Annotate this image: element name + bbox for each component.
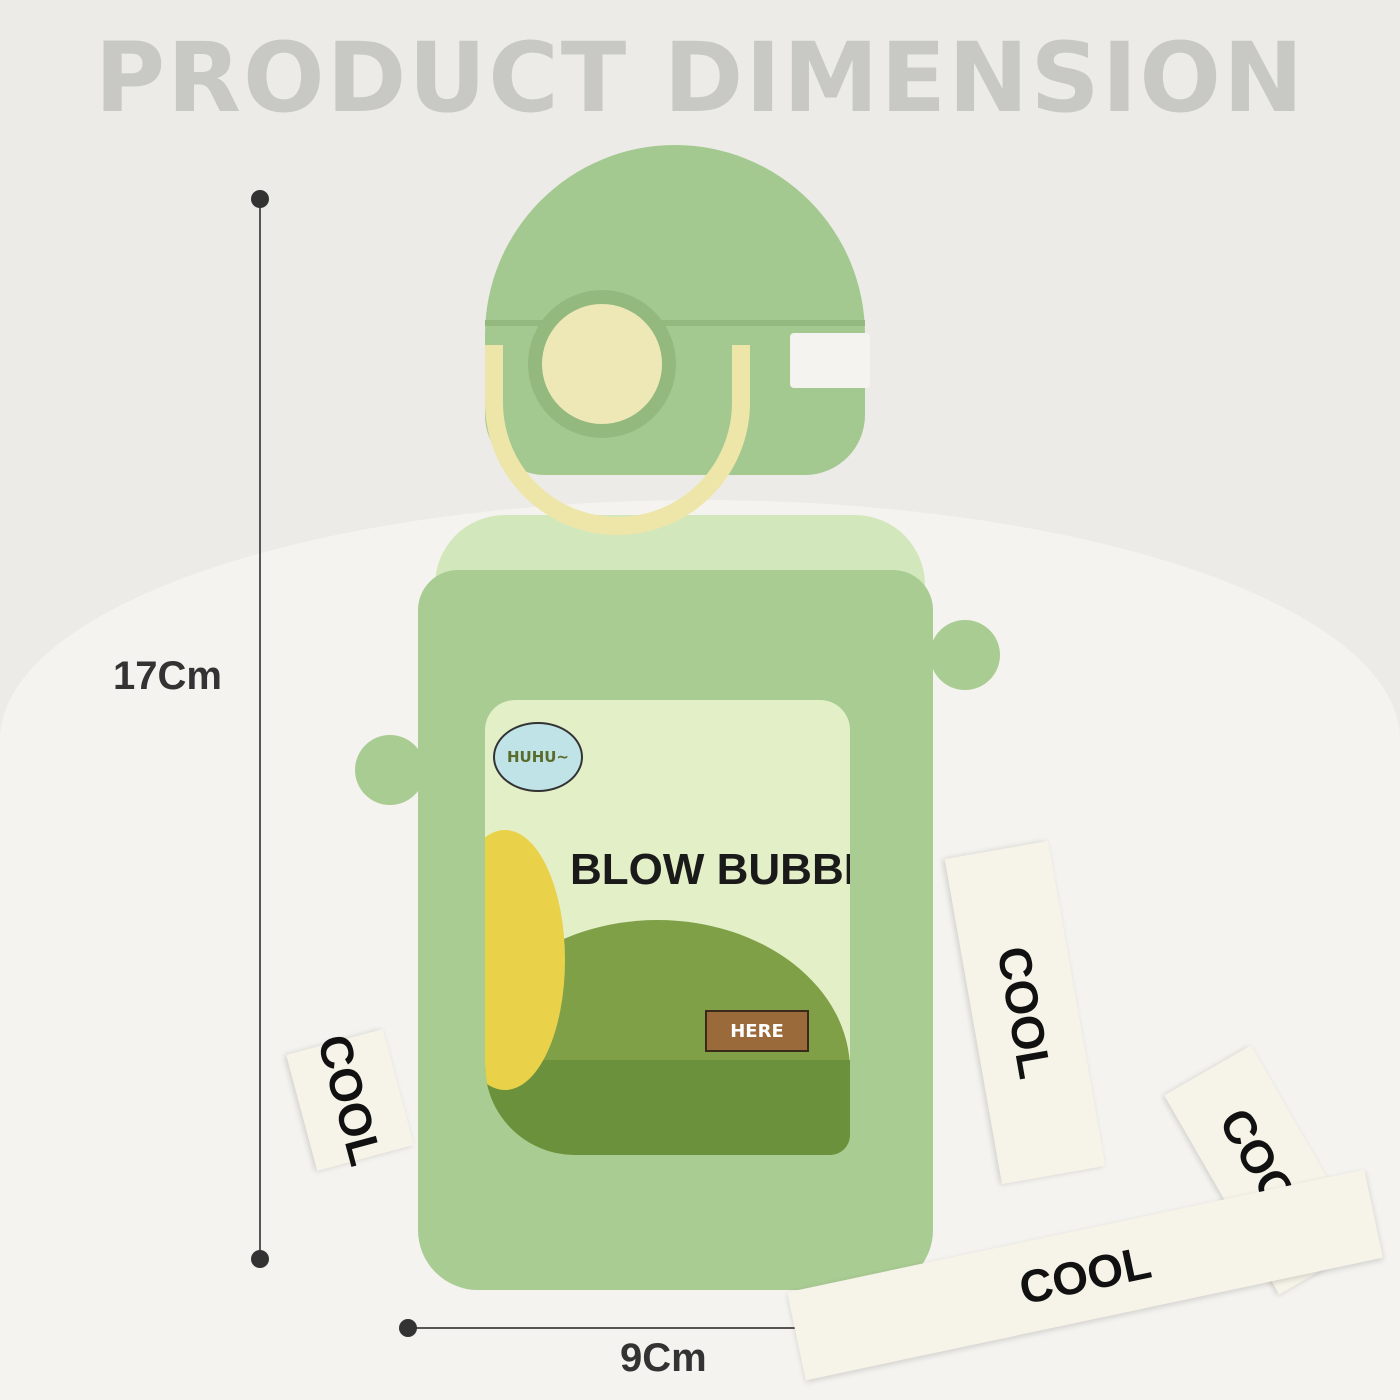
height-dot-bottom [251, 1250, 269, 1268]
speech-bubble: HUHU~ [493, 722, 583, 792]
width-label: 9Cm [620, 1336, 707, 1380]
warning-label [790, 333, 870, 388]
width-dimension-line [407, 1327, 915, 1329]
cap-push-button [528, 290, 676, 438]
sleeve-lug-left [355, 735, 425, 805]
cap-seam [485, 320, 865, 326]
ground-graphic [485, 1060, 850, 1155]
here-sign: HERE [705, 1010, 809, 1052]
width-dot-left [399, 1319, 417, 1337]
height-label: 17Cm [113, 654, 222, 698]
height-dot-top [251, 190, 269, 208]
height-dimension-line [259, 198, 261, 1258]
sleeve-lug-right [930, 620, 1000, 690]
page-title: PRODUCT DIMENSION [94, 22, 1306, 134]
bottle-headline: BLOW BUBBL [570, 845, 850, 894]
bottle-graphic: HUHU~ BLOW BUBBL HERE [485, 700, 850, 1155]
